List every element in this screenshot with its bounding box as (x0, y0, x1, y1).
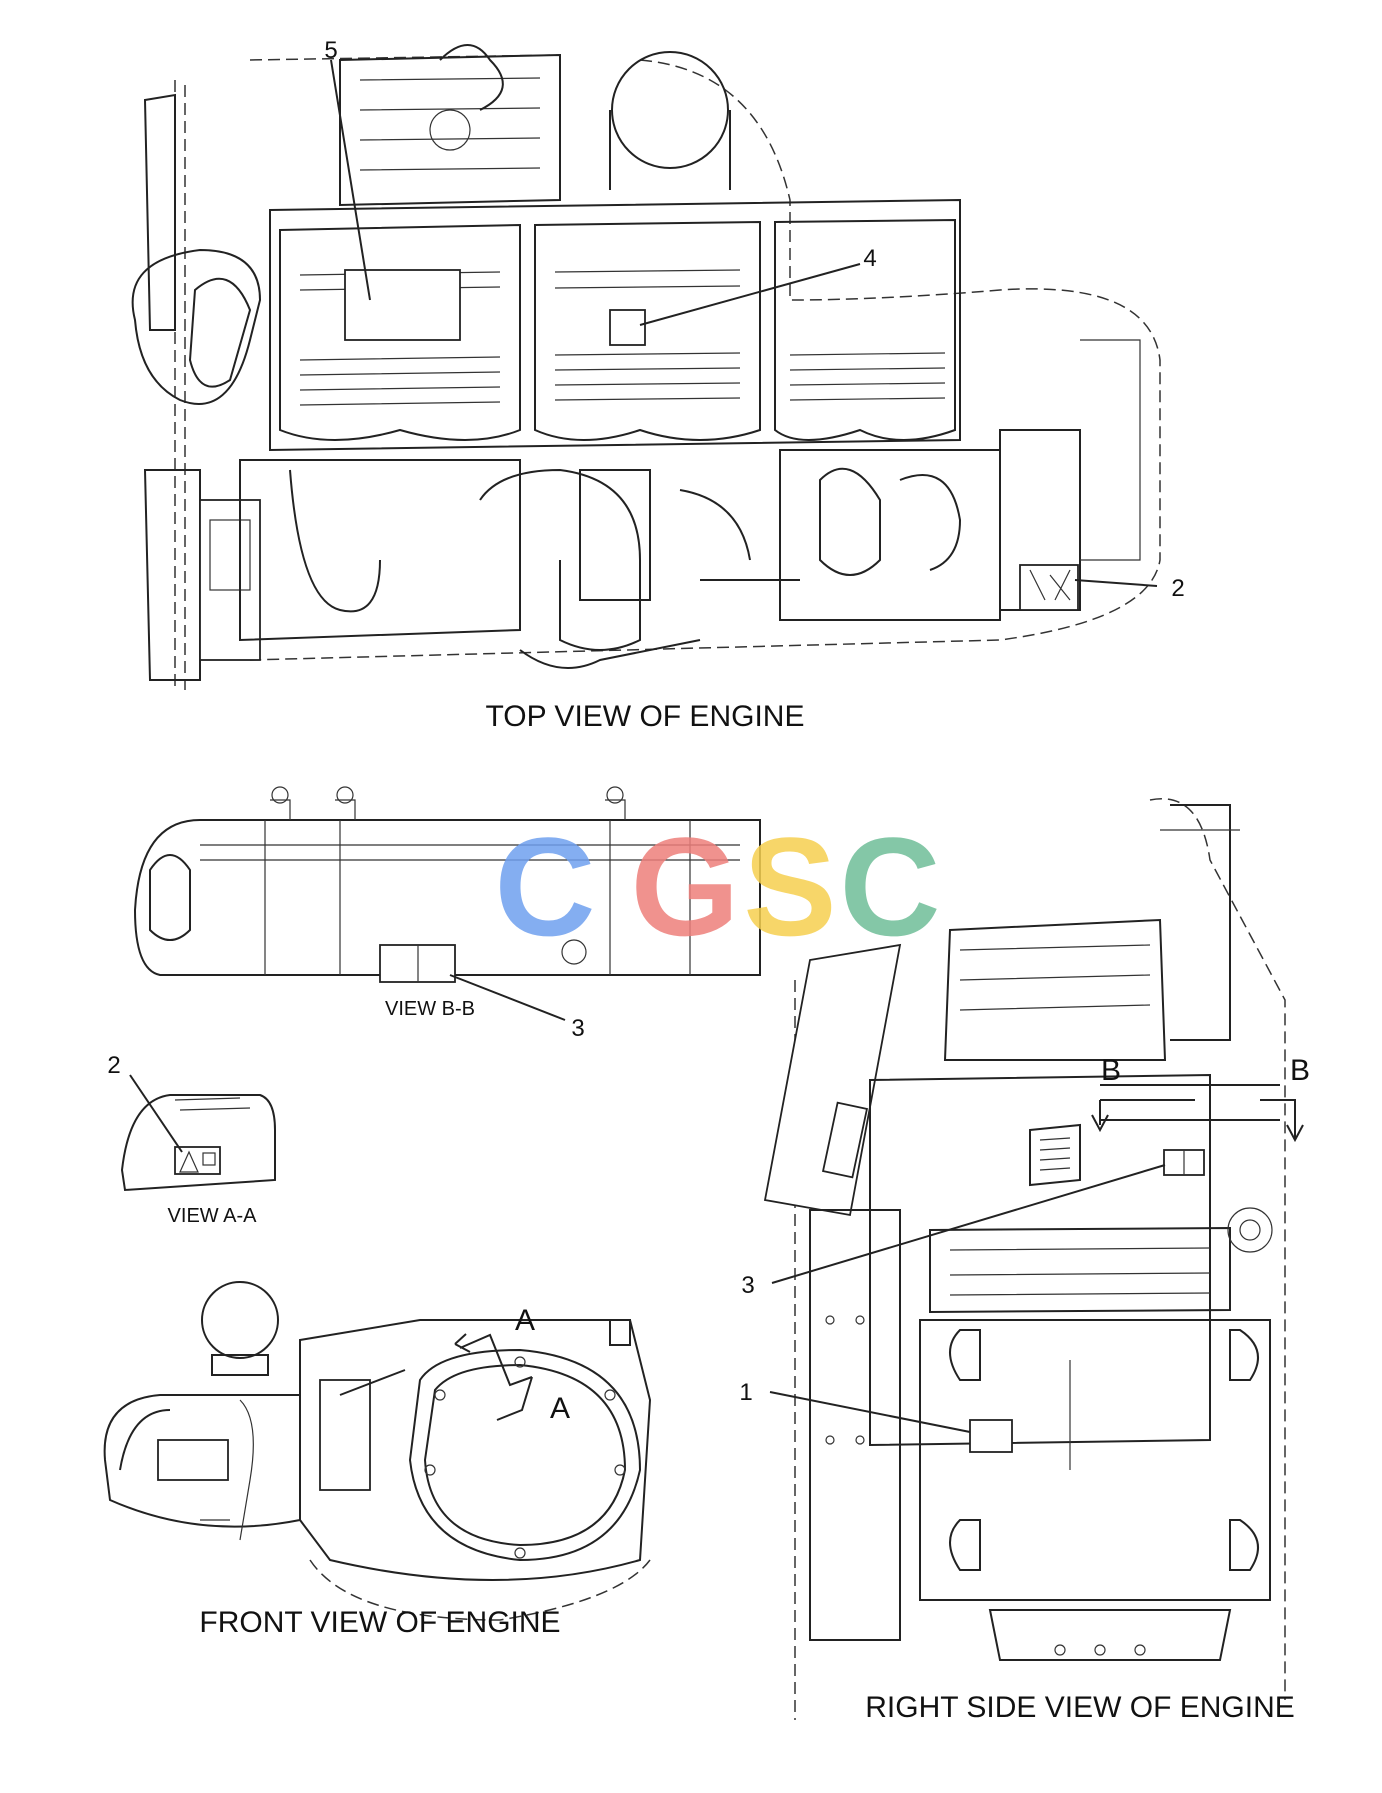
callout-number-right-3: 3 (741, 1272, 754, 1299)
view-aa-drawing (120, 1094, 276, 1192)
callout-number-top-4: 4 (863, 245, 876, 272)
watermark-letter: G (631, 808, 740, 965)
section-marker-b-right: B (1290, 1054, 1310, 1087)
leader-line-aa-2 (129, 1074, 183, 1153)
leader-line-right-1 (769, 1391, 971, 1433)
leader-line-top-2 (1074, 579, 1158, 587)
top-view-caption: TOP VIEW OF ENGINE (486, 700, 805, 733)
callout-number-top-2: 2 (1171, 575, 1184, 602)
callout-number-bb-3: 3 (571, 1015, 584, 1042)
front-view-drawing (103, 1281, 652, 1621)
section-marker-a-lower: A (550, 1392, 570, 1425)
right-side-view-caption: RIGHT SIDE VIEW OF ENGINE (865, 1691, 1295, 1724)
watermark-letter: C (494, 808, 595, 965)
watermark-logo: C G S C (494, 808, 940, 965)
watermark-letter: C (839, 808, 940, 965)
view-bb-caption: VIEW B-B (385, 998, 475, 1020)
leader-line-right-3 (771, 1164, 1166, 1284)
front-view-caption: FRONT VIEW OF ENGINE (199, 1606, 560, 1639)
right-side-view-drawing (763, 798, 1304, 1720)
top-view-drawing (131, 44, 1161, 690)
callout-number-top-5: 5 (324, 37, 337, 64)
watermark-letter: S (743, 808, 836, 965)
callout-number-aa-2: 2 (107, 1052, 120, 1079)
leader-line-bb-3 (449, 974, 566, 1021)
leader-line-top-5 (330, 59, 371, 301)
view-aa-caption: VIEW A-A (168, 1205, 258, 1227)
section-marker-b-left: B (1101, 1054, 1121, 1087)
leader-line-top-4 (639, 263, 861, 326)
section-marker-a-upper: A (515, 1304, 535, 1337)
view-bb-drawing (133, 786, 761, 983)
callout-number-right-1: 1 (739, 1379, 752, 1406)
